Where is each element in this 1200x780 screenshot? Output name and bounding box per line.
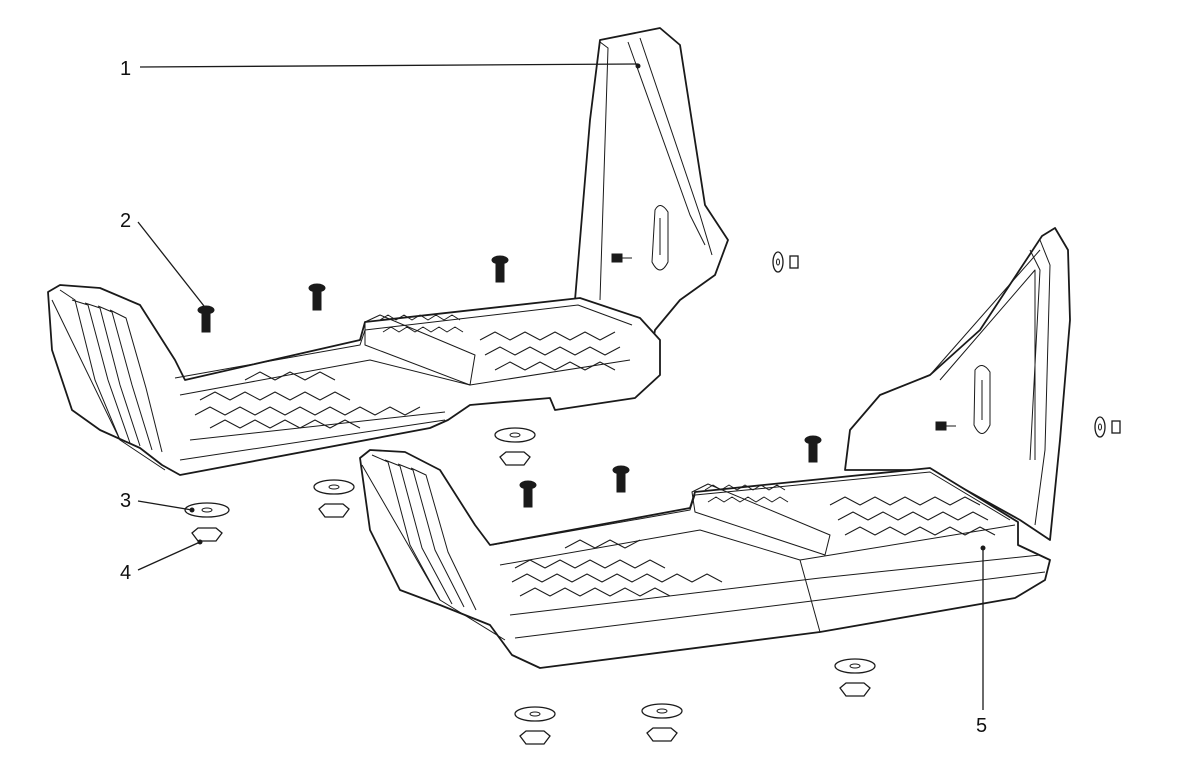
callout-2: 2 <box>120 210 205 307</box>
callout-2-label: 2 <box>120 210 131 232</box>
right-footrest <box>359 227 1121 745</box>
callout-1-label: 1 <box>120 58 131 80</box>
right-lower-hardware <box>514 658 876 745</box>
right-upright-washer-nut <box>1094 416 1121 438</box>
callout-5: 5 <box>976 545 987 737</box>
left-footrest <box>47 27 799 542</box>
left-upright-bolt <box>611 253 623 263</box>
left-footrest-base <box>47 284 661 476</box>
right-deck-bolts <box>519 435 822 508</box>
callout-3-label: 3 <box>120 490 131 512</box>
callout-4-label: 4 <box>120 562 131 584</box>
left-deck-bolts <box>197 255 509 333</box>
callout-4: 4 <box>120 539 203 584</box>
callout-3: 3 <box>120 490 195 513</box>
right-footrest-base <box>359 449 1051 669</box>
left-lower-hardware <box>184 427 536 542</box>
right-tread-pattern <box>511 484 996 597</box>
callout-1: 1 <box>120 58 641 80</box>
right-upright-bolt <box>935 421 947 431</box>
left-upright-washer-nut <box>772 251 799 273</box>
left-tread-pattern <box>194 314 621 429</box>
callout-5-label: 5 <box>976 715 987 737</box>
